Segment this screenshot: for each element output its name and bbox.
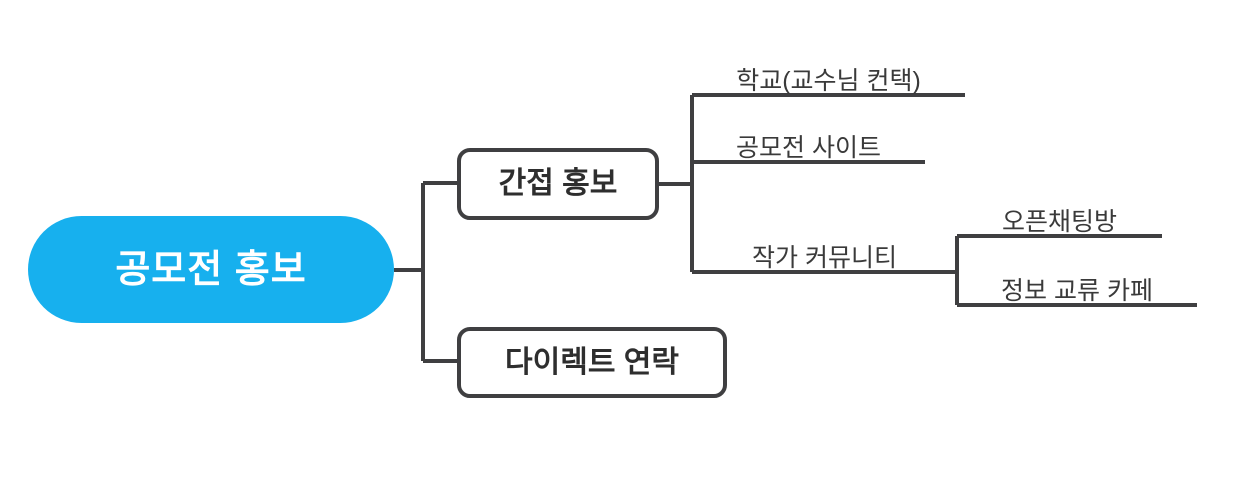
branch-node-direct-contact[interactable]: 다이렉트 연락 — [457, 327, 727, 398]
root-node-label: 공모전 홍보 — [115, 248, 307, 291]
leaf-node-open-chat-room[interactable]: 오픈채팅방 — [957, 189, 1162, 236]
branch-node-indirect-promotion-label: 간접 홍보 — [498, 167, 618, 200]
leaf-node-open-chat-room-label: 오픈채팅방 — [1001, 207, 1117, 236]
leaf-node-info-exchange-cafe-label: 정보 교류 카페 — [1001, 276, 1153, 305]
leaf-node-writer-community-label: 작가 커뮤니티 — [752, 243, 897, 272]
leaf-node-contest-site-label: 공모전 사이트 — [736, 133, 881, 162]
branch-node-indirect-promotion[interactable]: 간접 홍보 — [457, 148, 659, 220]
leaf-node-contest-site[interactable]: 공모전 사이트 — [692, 115, 925, 162]
leaf-node-writer-community[interactable]: 작가 커뮤니티 — [692, 225, 957, 272]
leaf-node-school-label: 학교(교수님 컨택) — [736, 66, 921, 95]
leaf-node-school[interactable]: 학교(교수님 컨택) — [692, 48, 965, 95]
branch-node-direct-contact-label: 다이렉트 연락 — [505, 345, 679, 379]
leaf-node-info-exchange-cafe[interactable]: 정보 교류 카페 — [957, 258, 1197, 305]
root-node[interactable]: 공모전 홍보 — [28, 216, 394, 323]
